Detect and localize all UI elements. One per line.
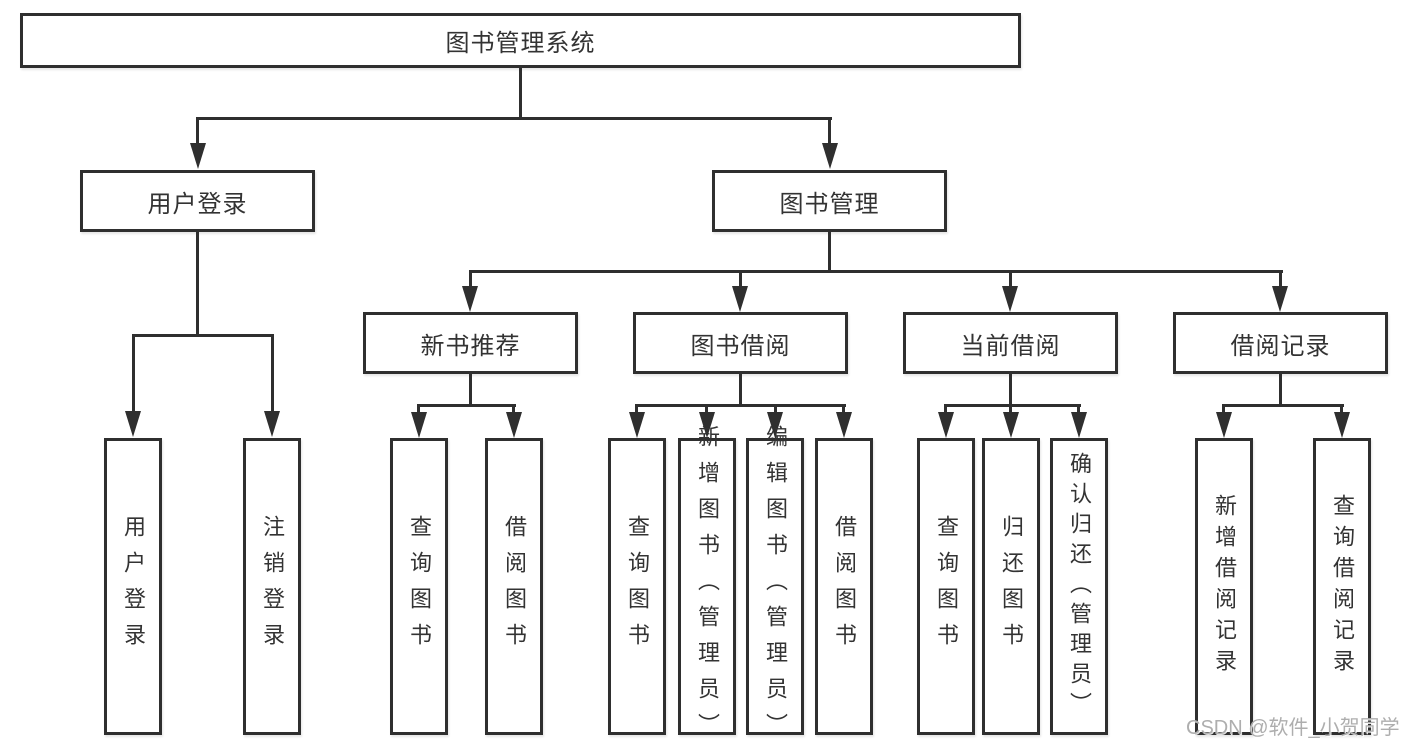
arrowhead-borrow-records [1272, 286, 1288, 312]
leaf-logout-label: 注销登录 [260, 514, 285, 659]
connector-mgmt-stem [828, 232, 831, 273]
leaf-current-query-books: 查询图书 [917, 438, 975, 735]
leaf-borrow-borrow-books-label: 借阅图书 [832, 514, 857, 659]
node-root-label: 图书管理系统 [445, 30, 596, 57]
leaf-current-query-books-label: 查询图书 [934, 514, 959, 659]
node-user-login: 用户登录 [80, 170, 315, 232]
arrowhead-borrow-query [629, 412, 645, 438]
arrowhead-book-borrowing [732, 286, 748, 312]
connector-drop-borrow-records [1279, 270, 1282, 290]
leaf-borrow-edit-books-admin: 编辑图书（管理员） [746, 425, 804, 747]
arrowhead-borrow-borrow [836, 412, 852, 438]
connector-drop-newrec-query [417, 404, 420, 416]
leaf-borrow-query-books-label: 查询图书 [625, 514, 650, 659]
connector-drop-current-return [1009, 404, 1012, 416]
arrowhead-user-login [190, 143, 206, 169]
leaf-newrec-query-books: 查询图书 [390, 438, 448, 735]
connector-newrec-hline [417, 404, 516, 407]
connector-level1-hline [196, 117, 832, 120]
leaf-borrow-query-books: 查询图书 [608, 438, 666, 735]
node-current-borrowing: 当前借阅 [903, 312, 1118, 374]
arrowhead-book-mgmt [822, 143, 838, 169]
watermark: CSDN @软件_小贺同学 [1186, 717, 1400, 739]
connector-drop-new-book-rec [469, 270, 472, 290]
connector-current-stem [1009, 374, 1012, 407]
arrowhead-records-add [1216, 412, 1232, 438]
node-book-mgmt: 图书管理 [712, 170, 947, 232]
leaf-logout: 注销登录 [243, 438, 301, 735]
connector-current-hline [944, 404, 1081, 407]
connector-borrow-stem [739, 374, 742, 407]
leaf-records-add-record-label: 新增借阅记录 [1212, 493, 1237, 680]
connector-user-stem [196, 232, 199, 337]
connector-records-stem [1279, 374, 1282, 407]
arrowhead-leaf-user-login [125, 411, 141, 437]
arrowhead-leaf-logout [264, 411, 280, 437]
connector-drop-borrow-query [635, 404, 638, 416]
connector-drop-borrow-add [705, 404, 708, 416]
connector-drop-leaf-logout [271, 334, 274, 414]
connector-borrow-hline [635, 404, 846, 407]
arrowhead-new-book-rec [462, 286, 478, 312]
leaf-records-query-record: 查询借阅记录 [1313, 438, 1371, 735]
connector-user-hline [132, 334, 274, 337]
connector-drop-book-mgmt [828, 117, 831, 147]
connector-drop-borrow-borrow [842, 404, 845, 416]
arrowhead-borrow-add [699, 412, 715, 438]
arrowhead-current-borrowing [1002, 286, 1018, 312]
leaf-current-return-books: 归还图书 [982, 438, 1040, 735]
connector-drop-current-confirm [1077, 404, 1080, 416]
arrowhead-records-query [1334, 412, 1350, 438]
leaf-user-login: 用户登录 [104, 438, 162, 735]
node-book-mgmt-label: 图书管理 [779, 190, 880, 218]
arrowhead-current-confirm [1071, 412, 1087, 438]
leaf-newrec-query-books-label: 查询图书 [407, 514, 432, 659]
leaf-records-query-record-label: 查询借阅记录 [1330, 493, 1355, 680]
leaf-newrec-borrow-books-label: 借阅图书 [502, 514, 527, 659]
connector-drop-borrow-edit [774, 404, 777, 416]
node-new-book-rec: 新书推荐 [363, 312, 578, 374]
connector-records-hline [1222, 404, 1344, 407]
node-new-book-rec-label: 新书推荐 [420, 332, 521, 360]
connector-drop-book-borrowing [739, 270, 742, 290]
connector-drop-current-query [944, 404, 947, 416]
leaf-current-confirm-return-admin-label: 确认归还（管理员） [1067, 451, 1092, 722]
leaf-borrow-add-books-admin-label: 新增图书（管理员） [695, 424, 720, 747]
node-book-borrowing: 图书借阅 [633, 312, 848, 374]
leaf-current-confirm-return-admin: 确认归还（管理员） [1050, 438, 1108, 735]
connector-root-stem [519, 68, 522, 118]
leaf-borrow-add-books-admin: 新增图书（管理员） [678, 425, 736, 747]
connector-drop-records-query [1340, 404, 1343, 416]
node-root: 图书管理系统 [20, 13, 1021, 68]
node-user-login-label: 用户登录 [147, 190, 248, 218]
arrowhead-newrec-query [411, 412, 427, 438]
leaf-newrec-borrow-books: 借阅图书 [485, 438, 543, 735]
arrowhead-newrec-borrow [506, 412, 522, 438]
connector-newrec-stem [469, 374, 472, 407]
connector-drop-leaf-user-login [132, 334, 135, 414]
leaf-borrow-borrow-books: 借阅图书 [815, 438, 873, 735]
leaf-current-return-books-label: 归还图书 [999, 514, 1024, 659]
node-borrow-records: 借阅记录 [1173, 312, 1388, 374]
leaf-user-login-label: 用户登录 [121, 514, 146, 659]
arrowhead-current-return [1003, 412, 1019, 438]
node-borrow-records-label: 借阅记录 [1230, 332, 1331, 360]
connector-drop-newrec-borrow [512, 404, 515, 416]
connector-drop-user-login [196, 117, 199, 147]
node-book-borrowing-label: 图书借阅 [690, 332, 791, 360]
arrowhead-borrow-edit [767, 412, 783, 438]
connector-mgmt-hline [469, 270, 1283, 273]
leaf-borrow-edit-books-admin-label: 编辑图书（管理员） [763, 424, 788, 747]
node-current-borrowing-label: 当前借阅 [960, 332, 1061, 360]
arrowhead-current-query [938, 412, 954, 438]
connector-drop-current-borrowing [1009, 270, 1012, 290]
connector-drop-records-add [1222, 404, 1225, 416]
leaf-records-add-record: 新增借阅记录 [1195, 438, 1253, 735]
